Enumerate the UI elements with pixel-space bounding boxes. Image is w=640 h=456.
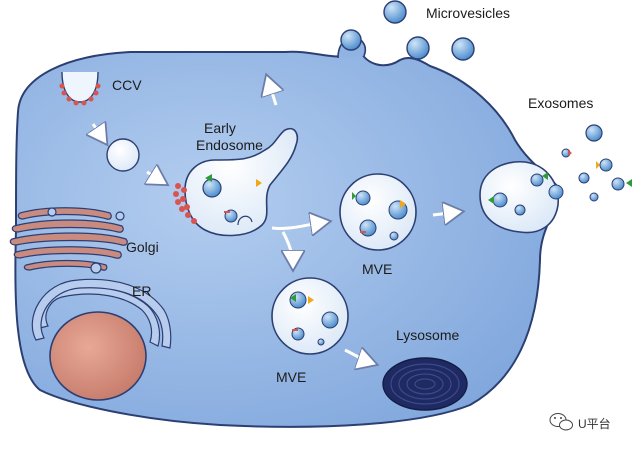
released-exosomes	[561, 124, 632, 202]
endoplasmic-reticulum	[31, 278, 172, 349]
label-golgi: Golgi	[126, 239, 159, 255]
exosome-vesicle	[514, 204, 526, 216]
label-lysosome: Lysosome	[396, 327, 460, 343]
label-er: ER	[132, 283, 151, 299]
exosome-vesicle	[530, 173, 544, 187]
label-microvesicles: Microvesicles	[426, 5, 510, 21]
early-endosome	[184, 127, 299, 237]
mve-bottom	[271, 277, 349, 355]
mve-right	[339, 173, 417, 251]
label-early: Early	[204, 120, 236, 136]
exosome-release-pocket	[479, 160, 559, 234]
watermark-text: U平台	[578, 416, 611, 431]
nucleus	[49, 311, 147, 401]
uncoated-vesicle	[106, 138, 140, 172]
exosome-vesicle	[548, 184, 564, 200]
label-ccv: CCV	[112, 77, 142, 93]
golgi	[9, 207, 128, 274]
early-endosome-coat	[173, 183, 197, 224]
watermark: U平台	[549, 413, 611, 431]
microvesicle-buds	[337, 0, 475, 61]
label-exosomes: Exosomes	[528, 95, 593, 111]
exosome-vesicle	[492, 192, 508, 208]
ccv-pit	[59, 71, 101, 106]
label-endosome: Endosome	[196, 137, 263, 153]
label-mve-bottom: MVE	[276, 369, 306, 385]
wechat-icon	[549, 413, 573, 431]
lysosome	[382, 357, 468, 411]
label-mve-right: MVE	[362, 261, 392, 277]
